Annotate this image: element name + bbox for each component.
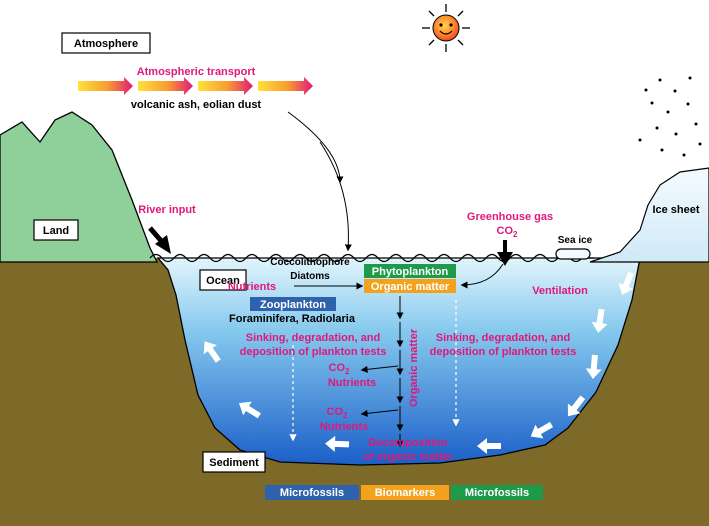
foraminifera-label: Foraminifera, Radiolaria [229, 313, 356, 325]
coccolithophore-label: Coccolithophore [270, 257, 350, 268]
sea-ice-label: Sea ice [558, 235, 593, 246]
sinking-right-line2: deposition of plankton tests [430, 346, 577, 358]
sinking-dashed-arrows [289, 300, 460, 442]
nutrients-mid-label: Nutrients [328, 377, 376, 389]
dust-deposition-arrow [287, 111, 344, 184]
greenhouse-gas-arrow [497, 240, 513, 266]
ice-sheet [589, 167, 709, 263]
sea-surface [149, 253, 594, 263]
sediment-label: Sediment [209, 457, 259, 469]
zooplankton-label: Zooplankton [260, 299, 326, 311]
sinking-left-line1: Sinking, degradation, and [246, 332, 380, 344]
circulation-arrows [203, 271, 634, 454]
co2-atmosphere-label: CO2 [497, 225, 519, 239]
atmosphere-box [61, 32, 151, 54]
phytoplankton-box [364, 264, 456, 278]
dust-deposition-arrow-2 [319, 141, 352, 252]
legend-microfossils-blue [265, 485, 359, 500]
decomposition-line1: Decomposition [368, 437, 448, 449]
atmospheric-transport-arrows [78, 77, 313, 95]
river-input-arrow [148, 226, 171, 254]
legend-microfossils-blue-label: Microfossils [280, 487, 344, 499]
co2-deep-label: CO2 [327, 406, 349, 420]
land-label: Land [43, 225, 69, 237]
sediment-box [202, 451, 266, 473]
sinking-left-line2: deposition of plankton tests [240, 346, 387, 358]
organic-matter-label: Organic matter [371, 281, 450, 293]
snow-dots [638, 76, 702, 157]
zooplankton-box [250, 297, 336, 311]
co2-mid-label: CO2 [329, 362, 351, 376]
phytoplankton-label: Phytoplankton [372, 266, 449, 278]
diatoms-label: Diatoms [290, 271, 330, 282]
organic-matter-box [364, 279, 456, 293]
sun-icon [422, 4, 470, 52]
organic-matter-vertical-label: Organic matter [408, 328, 420, 407]
river-input-label: River input [138, 204, 196, 216]
co2-uptake-arrow [460, 263, 504, 289]
volcanic-ash-label: volcanic ash, eolian dust [131, 99, 262, 111]
greenhouse-gas-label: Greenhouse gas [467, 211, 553, 223]
ocean-label: Ocean [206, 275, 240, 287]
atmospheric-transport-label: Atmospheric transport [137, 66, 256, 78]
land-box [33, 219, 79, 241]
atmosphere-label: Atmosphere [74, 38, 138, 50]
legend-biomarkers [361, 485, 449, 500]
ventilation-label: Ventilation [532, 285, 588, 297]
nutrients-deep-label: Nutrients [320, 421, 368, 433]
sinking-right-line1: Sinking, degradation, and [436, 332, 570, 344]
legend-microfossils-green-label: Microfossils [465, 487, 529, 499]
ocean-box [199, 269, 247, 291]
ice-sheet-label: Ice sheet [652, 204, 699, 216]
legend-biomarkers-label: Biomarkers [375, 487, 436, 499]
legend-microfossils-green [451, 485, 543, 500]
decomposition-line2: of organic matter [363, 451, 454, 463]
sea-ice-slab [555, 248, 591, 260]
nutrients-surface-label: Nutrients [228, 281, 276, 293]
organic-flux-arrows [360, 296, 404, 448]
